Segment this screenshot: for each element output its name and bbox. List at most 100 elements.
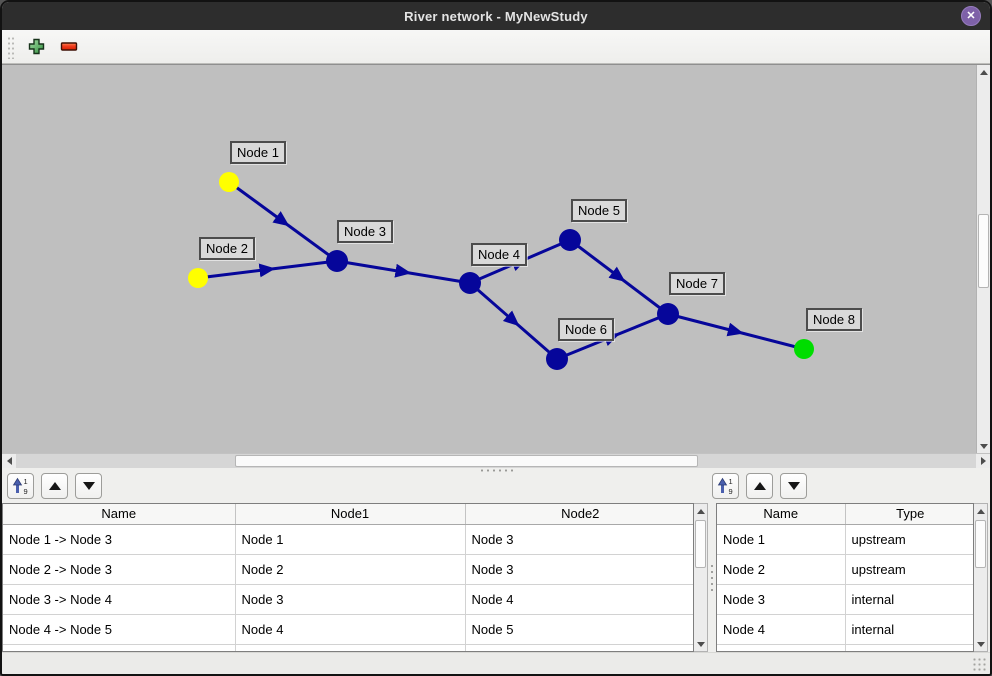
nodes-move-up-button[interactable] (746, 473, 773, 499)
table-cell[interactable]: Node 3 (465, 524, 693, 555)
nodes-table-scrollbar[interactable] (974, 503, 988, 652)
resize-grip[interactable] (972, 657, 986, 671)
table-cell[interactable]: Node 4 (235, 614, 466, 645)
node-label-node-2[interactable]: Node 2 (199, 237, 255, 260)
edge-node-1-to-node-3[interactable] (228, 180, 338, 263)
column-header-node1[interactable]: Node1 (235, 504, 466, 525)
node-label-node-3[interactable]: Node 3 (337, 220, 393, 243)
vertical-scroll-thumb[interactable] (978, 214, 989, 288)
links-sort-button[interactable]: 1 9 (7, 473, 34, 499)
table-cell[interactable]: Node 1 -> Node 3 (3, 524, 236, 555)
node-node-6[interactable] (546, 348, 568, 370)
links-move-down-button[interactable] (75, 473, 102, 499)
node-label-node-8[interactable]: Node 8 (806, 308, 862, 331)
table-cell[interactable]: Node 4 (465, 584, 693, 615)
table-cell[interactable]: internal (845, 614, 973, 645)
scroll-up-button[interactable] (974, 504, 987, 518)
canvas-vertical-scrollbar[interactable] (976, 65, 990, 453)
canvas-tables-splitter[interactable] (2, 468, 990, 472)
triangle-up-icon (696, 508, 705, 514)
splitter-dots-icon (710, 562, 714, 593)
table-cell[interactable]: Node 2 -> Node 3 (3, 554, 236, 585)
close-button[interactable]: ✕ (961, 6, 981, 26)
edge-node-7-to-node-8[interactable] (667, 312, 805, 351)
table-cell[interactable]: Node 3 (717, 584, 846, 615)
table-cell[interactable]: Node 2 (717, 554, 846, 585)
tables-splitter[interactable] (708, 503, 716, 652)
edge-node-3-to-node-4[interactable] (336, 259, 471, 285)
scroll-down-button[interactable] (974, 637, 987, 651)
horizontal-scroll-thumb[interactable] (235, 455, 698, 467)
splitter-dots-icon (479, 469, 513, 472)
table-row-empty (3, 644, 693, 651)
add-button[interactable] (23, 34, 49, 60)
table-cell[interactable]: Node 2 (235, 554, 466, 585)
triangle-up-icon (976, 508, 985, 514)
node-label-node-5[interactable]: Node 5 (571, 199, 627, 222)
node-node-5[interactable] (559, 229, 581, 251)
node-label-node-7[interactable]: Node 7 (669, 272, 725, 295)
table-cell[interactable]: upstream (845, 554, 973, 585)
edge-node-4-to-node-6[interactable] (469, 281, 558, 361)
scroll-up-button[interactable] (977, 65, 990, 79)
table-cell[interactable]: Node 4 (717, 614, 846, 645)
nodes-sort-button[interactable]: 1 9 (712, 473, 739, 499)
scroll-down-button[interactable] (694, 637, 707, 651)
vertical-scroll-thumb[interactable] (695, 520, 706, 568)
links-move-up-button[interactable] (41, 473, 68, 499)
node-node-4[interactable] (459, 272, 481, 294)
scroll-down-button[interactable] (977, 439, 990, 453)
node-label-node-4[interactable]: Node 4 (471, 243, 527, 266)
column-header-name[interactable]: Name (717, 504, 846, 525)
titlebar[interactable]: River network - MyNewStudy ✕ (2, 2, 990, 30)
table-cell[interactable]: Node 5 (465, 614, 693, 645)
up-triangle-icon (48, 482, 61, 490)
toolbar-drag-handle[interactable] (7, 34, 15, 59)
canvas-horizontal-scrollbar[interactable] (2, 453, 990, 468)
network-graph (188, 172, 814, 370)
table-cell[interactable]: Node 3 (465, 554, 693, 585)
scroll-left-button[interactable] (2, 454, 16, 468)
table-cell[interactable]: Node 3 (235, 584, 466, 615)
node-node-1[interactable] (219, 172, 239, 192)
table-cell[interactable]: Node 1 (235, 524, 466, 555)
down-triangle-icon (82, 482, 95, 490)
node-node-8[interactable] (794, 339, 814, 359)
table-cell[interactable]: upstream (845, 524, 973, 555)
column-header-node2[interactable]: Node2 (465, 504, 693, 525)
node-label-node-6[interactable]: Node 6 (558, 318, 614, 341)
edge-node-5-to-node-7[interactable] (569, 238, 669, 316)
node-label-node-1[interactable]: Node 1 (230, 141, 286, 164)
vertical-scroll-thumb[interactable] (975, 520, 986, 568)
plus-icon (28, 38, 44, 55)
scroll-up-button[interactable] (694, 504, 707, 518)
table-cell[interactable]: Node 3 -> Node 4 (3, 584, 236, 615)
links-table-scrollbar[interactable] (694, 503, 708, 652)
table-cell[interactable]: Node 1 (717, 524, 846, 555)
network-canvas[interactable]: Node 1 Node 2 Node 3 Node 4 Node 5 Node 6 Node… (2, 65, 976, 454)
scroll-right-button[interactable] (976, 454, 990, 468)
edge-node-2-to-node-3[interactable] (197, 259, 338, 280)
nodes-move-down-button[interactable] (780, 473, 807, 499)
table-cell[interactable]: Node 4 -> Node 5 (3, 614, 236, 645)
svg-text:9: 9 (728, 487, 732, 495)
column-header-name[interactable]: Name (3, 504, 236, 525)
svg-text:9: 9 (23, 487, 27, 495)
node-node-3[interactable] (326, 250, 348, 272)
remove-button[interactable] (56, 34, 82, 60)
node-node-7[interactable] (657, 303, 679, 325)
down-triangle-icon (787, 482, 800, 490)
column-header-type[interactable]: Type (845, 504, 973, 525)
node-node-2[interactable] (188, 268, 208, 288)
table-cell[interactable]: internal (845, 584, 973, 615)
